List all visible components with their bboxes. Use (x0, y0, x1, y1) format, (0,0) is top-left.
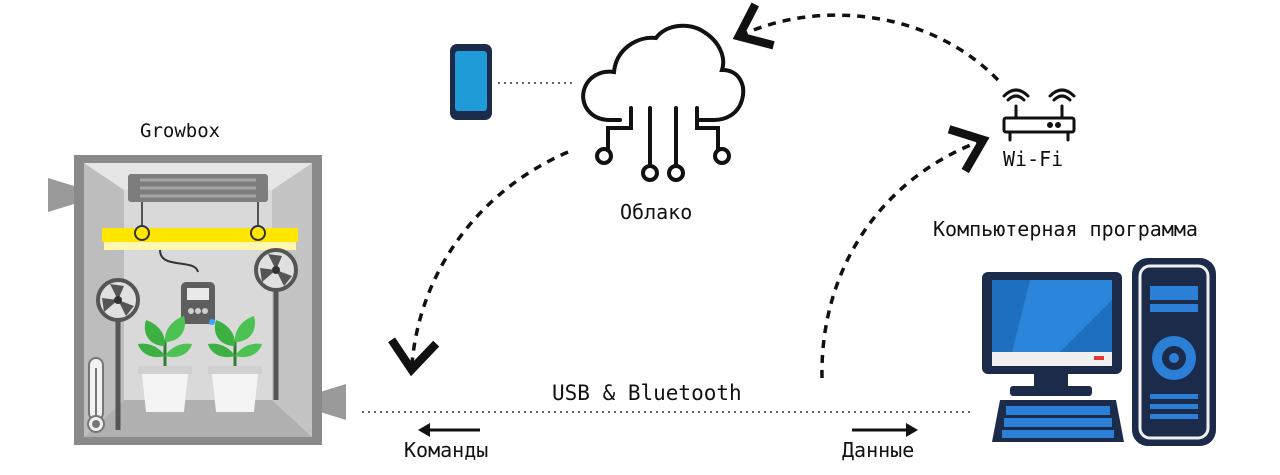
computer-to-wifi-arrow (820, 125, 990, 379)
desktop-computer-icon (982, 258, 1216, 446)
pc-tower-icon (1132, 258, 1216, 446)
cloud-icon (581, 23, 746, 182)
fan-left-icon (96, 278, 140, 430)
cloud-label: Облако (620, 200, 693, 224)
data-arrow-icon (852, 423, 918, 437)
link-label: USB & Bluetooth (552, 381, 742, 405)
commands-arrow-icon (418, 423, 480, 437)
thermometer-icon (87, 357, 105, 433)
intake-vent-icon (48, 178, 74, 212)
plant-right-icon (208, 316, 262, 412)
wifi-label: Wi-Fi (1003, 147, 1064, 171)
plant-left-icon (138, 316, 192, 412)
wifi-to-cloud-arrow (732, 2, 1000, 82)
commands-label: Команды (404, 438, 489, 462)
lamp-panel (102, 228, 298, 242)
controller-icon (181, 282, 215, 325)
grow-lamp-icon (102, 174, 298, 250)
growbox-label: Growbox (140, 120, 221, 142)
exhaust-vent-icon (320, 384, 346, 420)
keyboard-icon (992, 400, 1124, 442)
smartphone-icon (450, 44, 492, 120)
wifi-router-icon (1002, 88, 1076, 142)
fan-right-icon (254, 248, 298, 400)
program-label: Компьютерная программа (933, 217, 1198, 241)
growbox-icon (48, 155, 346, 445)
data-label: Данные (842, 438, 915, 462)
cloud-to-growbox-arrow (388, 150, 569, 377)
